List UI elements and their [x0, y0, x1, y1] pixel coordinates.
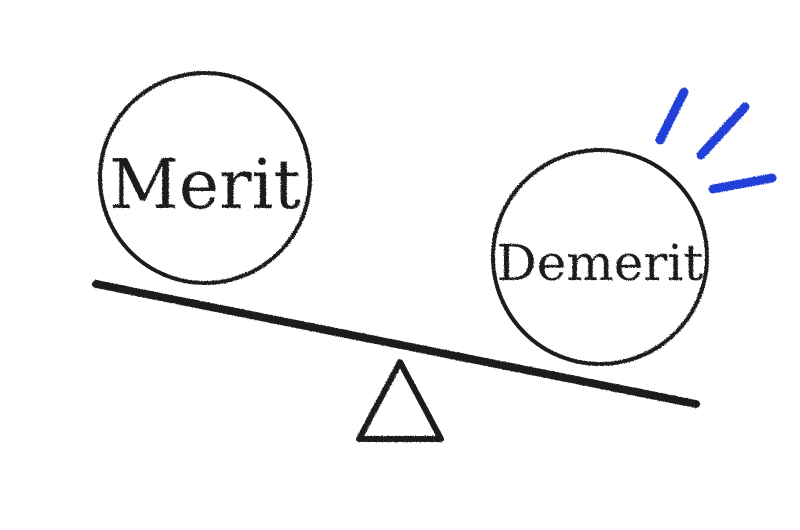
demerit-label: Demerit	[497, 234, 704, 292]
seesaw-fulcrum	[356, 359, 444, 442]
emphasis-marks	[655, 87, 777, 194]
merit-ball: Merit	[98, 71, 312, 285]
seesaw-plank	[92, 280, 700, 408]
demerit-ball: Demerit	[491, 148, 709, 366]
emphasis-stroke	[655, 87, 689, 145]
emphasis-stroke	[696, 102, 750, 160]
merit-label: Merit	[109, 146, 300, 225]
emphasis-stroke	[708, 173, 777, 194]
